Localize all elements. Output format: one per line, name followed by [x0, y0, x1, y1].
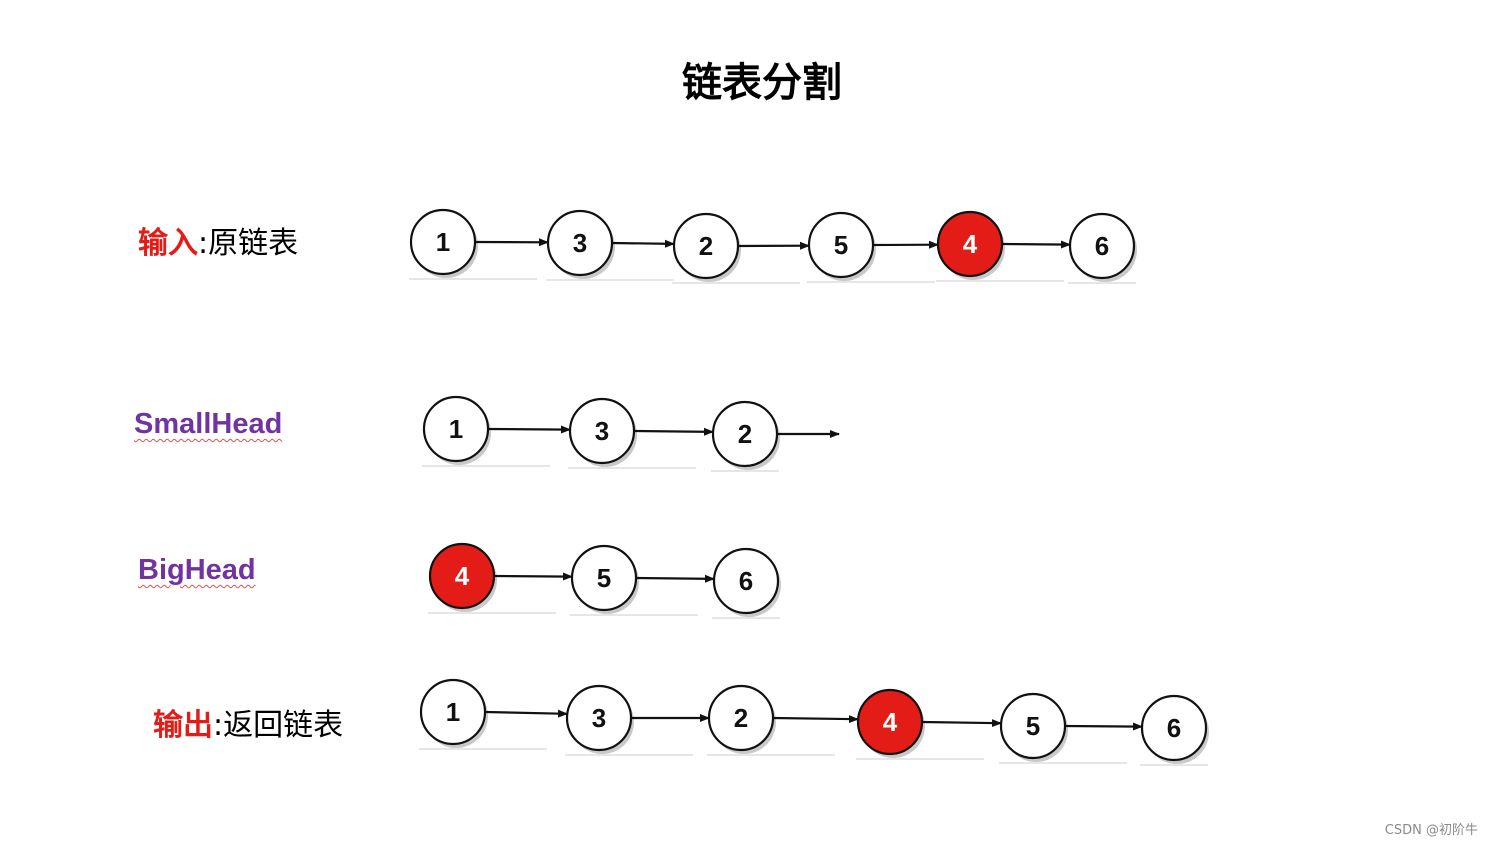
node-value: 2 [738, 419, 752, 449]
node-value: 1 [449, 414, 463, 444]
list-row: 1 3 2 5 4 6 [409, 208, 1137, 284]
next-pointer-arrow [1001, 240, 1071, 249]
node-value: 4 [883, 707, 898, 737]
smallhead-row-label: SmallHead [134, 408, 283, 440]
node-circle [712, 547, 780, 615]
node-value: 6 [1095, 231, 1109, 261]
node-value: 5 [834, 230, 848, 260]
input-label-emphasis: 输入 [138, 226, 198, 261]
input-label-text: :原链表 [198, 226, 299, 261]
node-value: 6 [739, 566, 753, 596]
node-value: 4 [455, 561, 470, 591]
next-pointer-arrow [772, 715, 859, 724]
page-title: 链表分割 [682, 60, 842, 106]
list-row: 1 3 2 [422, 395, 840, 472]
node-value: 1 [446, 697, 460, 727]
node-circle [1140, 694, 1208, 762]
next-pointer-arrow [633, 427, 714, 436]
node-value: 3 [573, 228, 587, 258]
node-value: 4 [963, 229, 978, 259]
node-value: 5 [1026, 711, 1040, 741]
node-value: 1 [436, 227, 450, 257]
bighead-row-label: BigHead [138, 554, 256, 586]
list-row: 4 5 6 [428, 542, 781, 619]
next-pointer-arrow [484, 709, 568, 718]
next-pointer-arrow [635, 574, 715, 583]
node-value: 2 [734, 703, 748, 733]
list-row: 1 3 2 4 5 6 [419, 678, 1209, 766]
output-label-emphasis: 输出 [153, 708, 213, 743]
node-circle [1068, 212, 1136, 280]
next-pointer-arrow [1064, 722, 1143, 731]
next-pointer-arrow [487, 425, 571, 434]
node-value: 2 [699, 231, 713, 261]
node-value: 5 [597, 563, 611, 593]
next-pointer-arrow [611, 239, 675, 248]
next-pointer-arrow [921, 719, 1002, 728]
node-value: 3 [592, 703, 606, 733]
watermark: CSDN @初阶牛 [1384, 823, 1478, 838]
output-label-text: :返回链表 [213, 708, 344, 743]
input-row-label: 输入:原链表 [138, 218, 298, 262]
node-value: 3 [595, 416, 609, 446]
next-pointer-arrow [493, 572, 573, 581]
output-row-label: 输出:返回链表 [153, 700, 343, 744]
node-value: 6 [1167, 713, 1181, 743]
